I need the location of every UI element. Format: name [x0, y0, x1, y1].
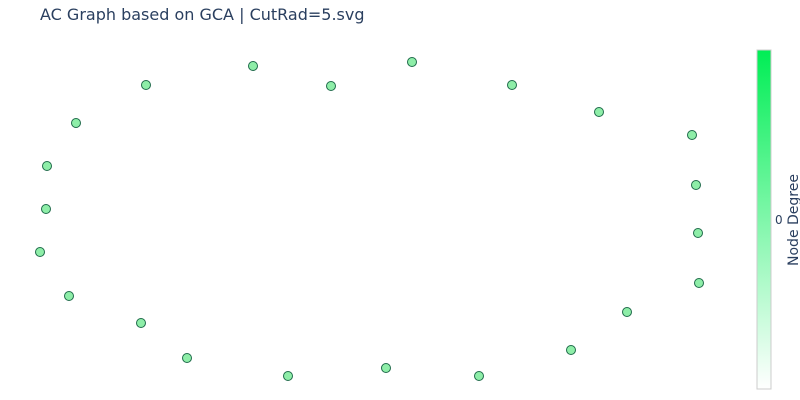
graph-node	[693, 228, 703, 238]
graph-node	[566, 345, 576, 355]
plot-area	[35, 57, 704, 381]
graph-node	[326, 81, 336, 91]
graph-node	[64, 291, 74, 301]
graph-node	[407, 57, 417, 67]
graph-node	[594, 107, 604, 117]
graph-node	[381, 363, 391, 373]
colorbar-tick-label: 0	[775, 213, 783, 227]
graph-node	[42, 161, 52, 171]
graph-node	[694, 278, 704, 288]
graph-node	[41, 204, 51, 214]
graph-node	[141, 80, 151, 90]
graph-node	[182, 353, 192, 363]
graph-node	[71, 118, 81, 128]
colorbar-title: Node Degree	[786, 174, 800, 266]
graph-node	[507, 80, 517, 90]
colorbar-gradient	[756, 49, 772, 390]
graph-node	[687, 130, 697, 140]
graph-node	[283, 371, 293, 381]
chart-title: AC Graph based on GCA | CutRad=5.svg	[40, 5, 365, 24]
graph-node	[691, 180, 701, 190]
graph-node	[474, 371, 484, 381]
graph-node	[136, 318, 146, 328]
graph-node	[622, 307, 632, 317]
graph-node	[248, 61, 258, 71]
colorbar: 0 Node Degree	[756, 49, 800, 390]
graph-node	[35, 247, 45, 257]
